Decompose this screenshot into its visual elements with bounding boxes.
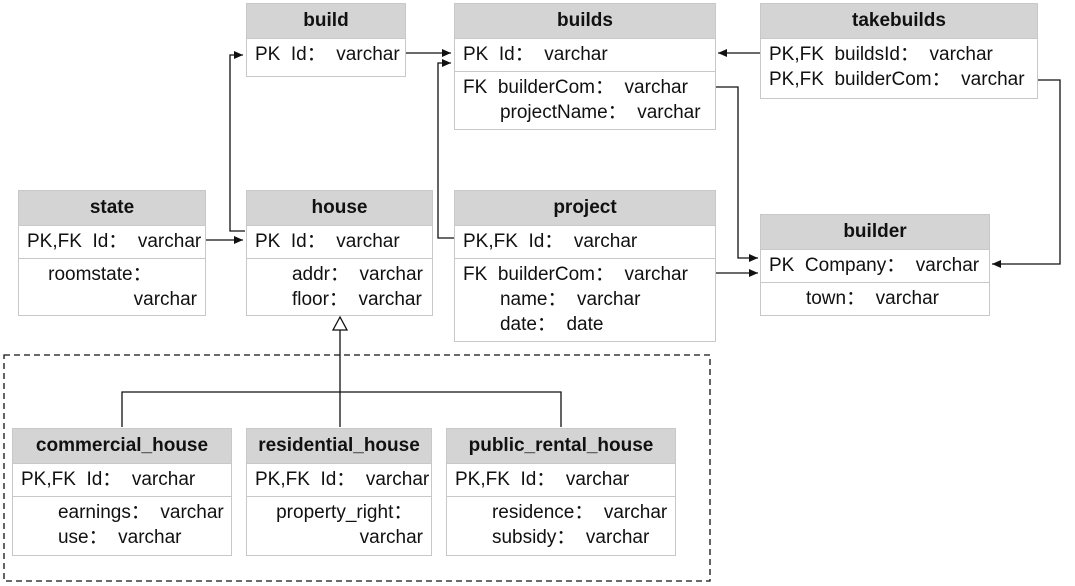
attribute-section: FK builderCom： varchar name： varchar dat… [455,258,715,341]
attribute-row: subsidy： varchar [455,527,650,548]
entity-residential-house: residential_house PK,FK Id： varchar prop… [246,428,432,556]
attribute-section: residence： varchar subsidy： varchar [447,496,675,554]
attribute-row: earnings： varchar [21,502,224,523]
attribute-section: roomstate： varchar [19,258,205,316]
entity-builds: builds PK Id： varchar FK builderCom： var… [454,3,716,130]
attribute-row: property_right： [255,502,413,523]
attribute-section: FK builderCom： varchar projectName： varc… [455,71,715,129]
entity-build: build PK Id： varchar [246,3,406,77]
entity-title: build [247,4,405,38]
attribute-row: PK,FK Id： varchar [21,469,196,490]
attribute-row: projectName： varchar [463,102,701,123]
entity-project: project PK,FK Id： varchar FK builderCom：… [454,190,716,342]
entity-title: builds [455,4,715,38]
entity-title: commercial_house [13,429,231,463]
attribute-row: date： date [463,314,604,335]
key-section: PK Id： varchar [247,38,405,71]
inheritance-triangle [331,315,349,331]
attribute-row: name： varchar [463,289,641,310]
key-section: PK,FK Id： varchar [455,225,715,258]
subtype-group-boundary [3,354,711,582]
attribute-row: PK Id： varchar [255,231,400,252]
entity-public-rental-house: public_rental_house PK,FK Id： varchar re… [446,428,676,556]
entity-title: house [247,191,432,225]
attribute-row: FK builderCom： varchar [463,77,688,98]
entity-house: house PK Id： varchar addr： varchar floor… [246,190,433,316]
attribute-row: PK Id： varchar [255,44,400,65]
attribute-row: use： varchar [21,527,182,548]
attribute-row: floor： varchar [255,289,422,310]
entity-title: project [455,191,715,225]
edge-project-builds [437,59,454,239]
attribute-section: town： varchar [761,282,989,315]
entity-takebuilds: takebuilds PK,FK buildsId： varchar PK,FK… [760,3,1038,99]
entity-title: builder [761,215,989,249]
key-section: PK,FK buildsId： varchar PK,FK builderCom… [761,38,1037,96]
attribute-row: FK builderCom： varchar [463,264,688,285]
key-section: PK,FK Id： varchar [13,463,231,496]
key-section: PK Company： varchar [761,249,989,282]
edge-builds-builder [716,86,758,262]
attribute-row: PK Company： varchar [769,255,980,276]
attribute-row: PK,FK Id： varchar [455,469,630,490]
attribute-row: addr： varchar [255,264,423,285]
attribute-row: PK Id： varchar [463,44,608,65]
key-section: PK,FK Id： varchar [247,463,431,496]
attribute-section: addr： varchar floor： varchar [247,258,432,316]
key-section: PK,FK Id： varchar [447,463,675,496]
key-section: PK Id： varchar [247,225,432,258]
entity-title: state [19,191,205,225]
attribute-row: PK,FK Id： varchar [27,231,202,252]
attribute-row: town： varchar [769,288,939,309]
attribute-section: property_right： varchar [247,496,431,554]
attribute-row: PK,FK buildsId： varchar [769,44,993,65]
attribute-row: PK,FK Id： varchar [463,231,638,252]
entity-title: public_rental_house [447,429,675,463]
key-section: PK Id： varchar [455,38,715,71]
attribute-row: PK,FK builderCom： varchar [769,69,1025,90]
entity-commercial-house: commercial_house PK,FK Id： varchar earni… [12,428,232,556]
edge-inheritance-tree [121,329,562,427]
edge-takebuilds-builder [992,79,1061,268]
entity-title: takebuilds [761,4,1037,38]
entity-state: state PK,FK Id： varchar roomstate： varch… [18,190,206,316]
attribute-row: residence： varchar [455,502,668,523]
attribute-row: varchar [133,289,197,310]
attribute-row: PK,FK Id： varchar [255,469,430,490]
attribute-section: earnings： varchar use： varchar [13,496,231,554]
attribute-row: varchar [359,527,423,548]
key-section: PK,FK Id： varchar [19,225,205,258]
entity-builder: builder PK Company： varchar town： varcha… [760,214,990,316]
edge-house-build [229,51,245,232]
entity-title: residential_house [247,429,431,463]
attribute-row: roomstate： [27,264,152,285]
